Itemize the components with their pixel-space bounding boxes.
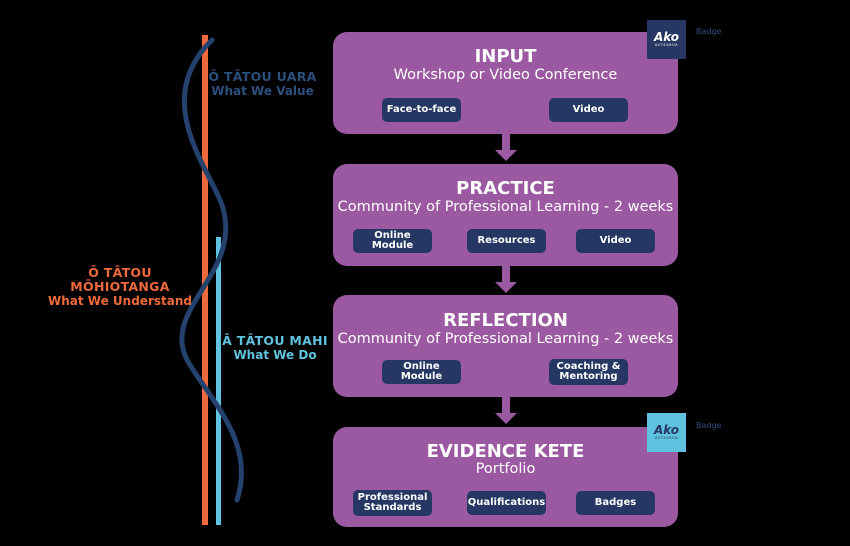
- label-uara-maori: Ō TĀTOU UARA: [208, 69, 317, 84]
- stage-subtitle: Community of Professional Learning - 2 w…: [337, 199, 674, 215]
- label-mahi-english: What We Do: [233, 348, 317, 362]
- label-uara-english: What We Value: [211, 84, 314, 98]
- item-professional-standards: Professional Standards: [353, 490, 432, 516]
- item-face-to-face: Face-to-face: [382, 98, 461, 122]
- flow-arrow: [495, 397, 517, 424]
- label-mohiotanga: Ō TĀTOU MŌHIOTANGA What We Understand: [40, 265, 200, 309]
- item-video: Video: [576, 229, 655, 253]
- stage-reflection: REFLECTION Community of Professional Lea…: [333, 295, 678, 397]
- item-video: Video: [549, 98, 628, 122]
- stage-practice: PRACTICE Community of Professional Learn…: [333, 164, 678, 266]
- ako-logo-subtext: AOTEAROA: [654, 436, 679, 440]
- label-mohiotanga-maori: Ō TĀTOU MŌHIOTANGA: [70, 265, 170, 294]
- ako-logo-subtext: AOTEAROA: [654, 43, 679, 47]
- item-coaching-mentoring: Coaching & Mentoring: [549, 359, 628, 385]
- stage-evidence-kete: EVIDENCE KETE Portfolio Professional Sta…: [333, 427, 678, 527]
- item-online-module: Online Module: [382, 360, 461, 384]
- item-qualifications: Qualifications: [467, 491, 546, 515]
- stage-subtitle: Community of Professional Learning - 2 w…: [337, 331, 674, 347]
- badge-caption: Badge: [696, 27, 722, 36]
- stage-subtitle: Workshop or Video Conference: [393, 67, 618, 83]
- item-online-module: Online Module: [353, 229, 432, 253]
- ako-badge-lightblue: Ako AOTEAROA: [647, 413, 686, 452]
- badge-caption: Badge: [696, 421, 722, 430]
- flow-arrow: [495, 134, 517, 161]
- lightblue-strand: [216, 237, 221, 525]
- stage-title: PRACTICE: [456, 178, 555, 199]
- item-resources: Resources: [467, 229, 546, 253]
- label-mahi: Ā TĀTOU MAHI What We Do: [220, 333, 330, 363]
- stage-title: REFLECTION: [443, 310, 568, 331]
- orange-strand: [202, 35, 208, 525]
- label-mahi-maori: Ā TĀTOU MAHI: [222, 333, 328, 348]
- navy-wave-strand: [179, 37, 244, 503]
- flow-arrow: [495, 266, 517, 293]
- stage-title: EVIDENCE KETE: [426, 441, 585, 462]
- stage-subtitle: Portfolio: [475, 461, 536, 477]
- item-badges: Badges: [576, 491, 655, 515]
- ako-logo-text: Ako: [653, 423, 680, 437]
- ako-badge-navy: Ako AOTEAROA: [647, 20, 686, 59]
- ako-logo-text: Ako: [653, 30, 680, 44]
- stage-title: INPUT: [474, 46, 537, 67]
- label-mohiotanga-english: What We Understand: [48, 294, 192, 308]
- stage-input: INPUT Workshop or Video Conference Face-…: [333, 32, 678, 134]
- label-uara: Ō TĀTOU UARA What We Value: [205, 69, 320, 99]
